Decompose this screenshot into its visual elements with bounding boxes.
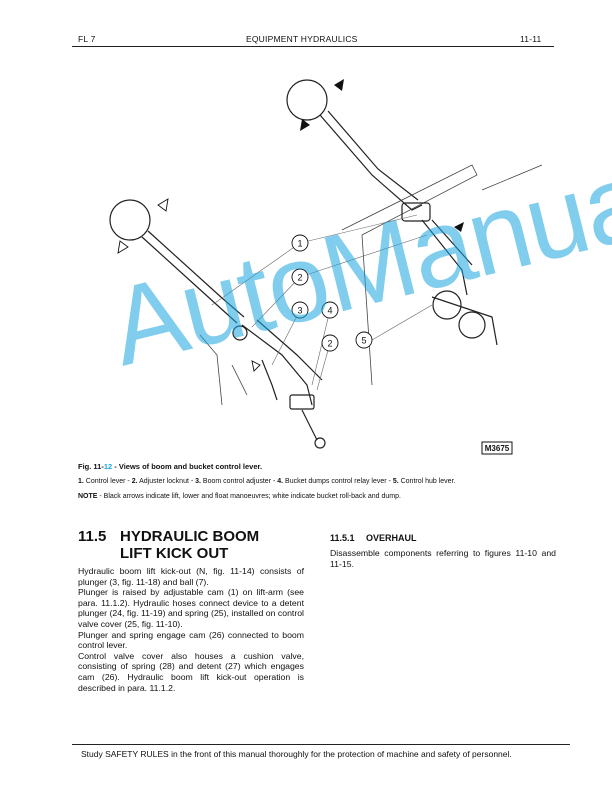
legend-4-text: Bucket dumps control relay lever -	[283, 478, 393, 485]
callout-2b: 2	[327, 339, 332, 349]
figure-legend: 1. Control lever - 2. Adjuster locknut -…	[78, 478, 455, 485]
left-lever-knob	[109, 199, 151, 241]
lift-arrow-icon	[334, 79, 344, 91]
legend-3-text: Boom control adjuster -	[200, 478, 278, 485]
callout-3: 3	[297, 306, 302, 316]
figure-title-number: 12	[103, 462, 113, 471]
footer-rule	[72, 744, 570, 745]
callout-2: 2	[297, 273, 302, 283]
figure-title: Fig. 11-12 - Views of boom and bucket co…	[78, 462, 262, 471]
callout-4-marker	[321, 301, 339, 319]
legend-3-num: 3.	[195, 478, 201, 485]
header-left: FL 7	[78, 34, 96, 44]
legend-5-num: 5.	[392, 478, 399, 485]
drawing-code: M3675	[485, 444, 510, 453]
note-label: NOTE	[78, 493, 98, 500]
drawing-code-box	[481, 441, 513, 455]
dump-arrow-icon	[117, 240, 129, 254]
left-lever-shaft	[141, 236, 238, 324]
note-text: - Black arrows indicate lift, lower and …	[97, 493, 401, 500]
legend-5-text: Control hub lever.	[398, 478, 456, 485]
section-title-line2: LIFT KICK OUT	[120, 545, 229, 562]
callout-5: 5	[361, 336, 366, 346]
legend-2-text: Adjuster locknut -	[137, 478, 196, 485]
section-paragraph: Control valve cover also houses a cushio…	[78, 650, 304, 693]
control-hub	[432, 290, 462, 320]
callout-2-marker	[291, 268, 309, 286]
rollback-arrow-icon	[157, 198, 169, 212]
bucket-linkage	[421, 219, 468, 296]
section-paragraph: Plunger is raised by adjustable cam (1) …	[78, 587, 304, 629]
figure-title-rest: - Views of boom and bucket control lever…	[112, 462, 263, 471]
right-lever-knob	[286, 79, 328, 121]
figure-note: NOTE - Black arrows indicate lift, lower…	[78, 493, 401, 500]
right-lever-shaft	[319, 114, 423, 211]
subsection-body: Disassemble components referring to figu…	[330, 548, 556, 569]
header-rule	[72, 46, 554, 47]
legend-1-text: Control lever -	[83, 478, 132, 485]
subsection-title: OVERHAUL	[366, 533, 417, 543]
callout-1: 1	[297, 239, 302, 249]
footer-text: Study SAFETY RULES in the front of this …	[81, 749, 512, 759]
header-page-number: 11-11	[520, 34, 542, 44]
float-arrow-icon	[454, 222, 464, 232]
section-body: Hydraulic boom lift kick-out (N, fig. 11…	[78, 566, 304, 693]
legend-1-num: 1.	[78, 478, 84, 485]
lower-arrow-icon	[300, 119, 310, 131]
section-paragraph: Hydraulic boom lift kick-out (N, fig. 11…	[78, 566, 304, 587]
header-center: EQUIPMENT HYDRAULICS	[246, 34, 358, 44]
section-title-line1: HYDRAULIC BOOM	[120, 528, 260, 545]
callout-1-marker	[291, 234, 309, 252]
callout-2b-marker	[321, 334, 339, 352]
callout-4: 4	[327, 306, 332, 316]
subsection-number: 11.5.1	[330, 533, 355, 543]
section-number: 11.5	[78, 528, 107, 545]
callout-5-marker	[355, 331, 373, 349]
legend-4-num: 4.	[277, 478, 284, 485]
callout-3-marker	[291, 301, 309, 319]
legend-2-num: 2.	[131, 478, 138, 485]
figure-title-prefix: Fig. 11-	[78, 462, 104, 471]
control-lever-drawing: 1 2 3 4 2 5 M3675	[109, 79, 543, 455]
section-paragraph: Plunger and spring engage cam (26) conne…	[78, 629, 304, 651]
bucket-lever-pivot	[401, 202, 431, 222]
